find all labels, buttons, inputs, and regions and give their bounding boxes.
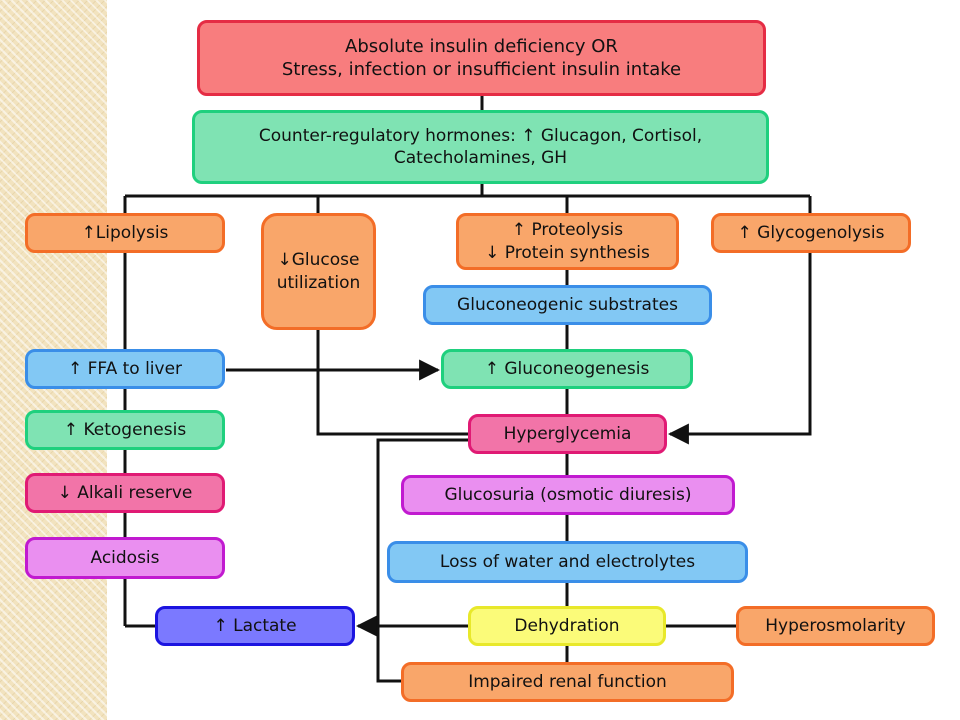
- node-glucosuria: Glucosuria (osmotic diuresis): [401, 475, 735, 515]
- node-gluconeogenic-substrates: Gluconeogenic substrates: [423, 285, 712, 325]
- node-ffa-to-liver: ↑ FFA to liver: [25, 349, 225, 389]
- node-lipolysis: ↑Lipolysis: [25, 213, 225, 253]
- node-gluconeogenesis: ↑ Gluconeogenesis: [441, 349, 693, 389]
- node-impaired-renal-function: Impaired renal function: [401, 662, 734, 702]
- node-hyperglycemia: Hyperglycemia: [468, 414, 667, 454]
- node-water-electrolyte-loss: Loss of water and electrolytes: [387, 541, 748, 583]
- node-lactate: ↑ Lactate: [155, 606, 355, 646]
- node-alkali-reserve: ↓ Alkali reserve: [25, 473, 225, 513]
- node-proteolysis: ↑ Proteolysis ↓ Protein synthesis: [456, 213, 679, 270]
- arrow-glycogenolysis-to-hyperglycemia: [667, 253, 812, 445]
- node-counter-regulatory-hormones: Counter-regulatory hormones: ↑ Glucagon,…: [192, 110, 769, 184]
- node-glycogenolysis: ↑ Glycogenolysis: [711, 213, 911, 253]
- node-acidosis: Acidosis: [25, 537, 225, 579]
- connector-glucose-utilization-to-hyperglycemia: [316, 330, 468, 436]
- node-insulin-deficiency: Absolute insulin deficiency OR Stress, i…: [197, 20, 766, 96]
- connector-renal-loop: [376, 438, 468, 683]
- node-hyperosmolarity: Hyperosmolarity: [736, 606, 935, 646]
- node-glucose-utilization: ↓Glucose utilization: [261, 213, 376, 330]
- node-ketogenesis: ↑ Ketogenesis: [25, 410, 225, 450]
- node-dehydration: Dehydration: [468, 606, 666, 646]
